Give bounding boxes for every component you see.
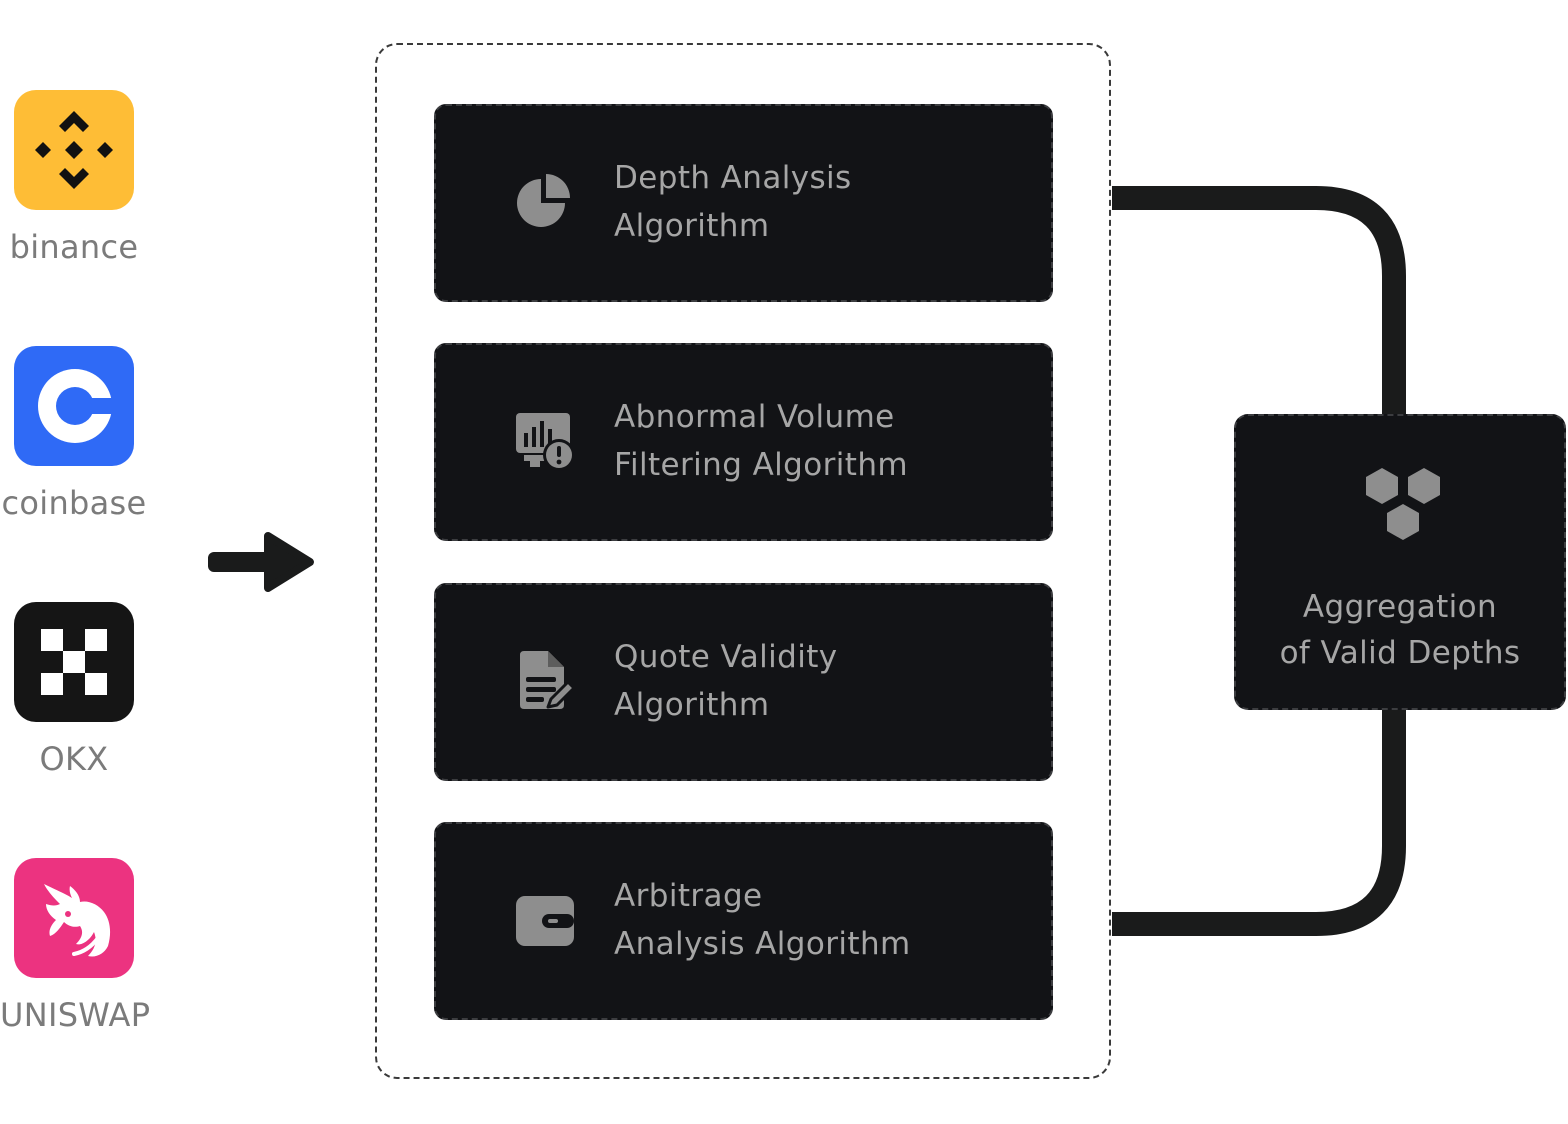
document-edit-icon (520, 651, 576, 709)
hexagon-cluster-icon (1366, 468, 1440, 540)
coinbase-logo-icon (14, 346, 134, 466)
algorithm-card-depth-analysis: Depth Analysis Algorithm (434, 104, 1053, 302)
exchange-name: UNISWAP (0, 996, 151, 1034)
pie-chart-icon (517, 174, 570, 227)
exchange-coinbase: coinbase (0, 346, 148, 522)
okx-logo-icon (14, 602, 134, 722)
arrow-right-icon (208, 532, 314, 592)
exchange-binance: binance (0, 90, 148, 266)
algorithm-label: Abnormal Volume Filtering Algorithm (614, 399, 908, 483)
algorithm-container (375, 43, 1111, 1079)
algorithm-card-quote-validity: Quote Validity Algorithm (434, 583, 1053, 781)
algorithm-label: Arbitrage Analysis Algorithm (614, 878, 911, 962)
exchange-name: coinbase (1, 484, 147, 522)
wallet-icon (516, 896, 574, 946)
algorithm-label: Depth Analysis Algorithm (614, 160, 852, 244)
algorithm-card-abnormal-volume: Abnormal Volume Filtering Algorithm (434, 343, 1053, 541)
algorithm-card-arbitrage: Arbitrage Analysis Algorithm (434, 822, 1053, 1020)
monitor-alert-icon (516, 413, 575, 471)
aggregation-label: Aggregation of Valid Depths (1279, 589, 1521, 671)
exchange-name: binance (9, 228, 139, 266)
binance-logo-icon (14, 90, 134, 210)
algorithm-label: Quote Validity Algorithm (614, 639, 838, 723)
aggregation-box: Aggregation of Valid Depths (1234, 414, 1566, 710)
exchange-uniswap: UNISWAP (0, 858, 151, 1034)
connector-bracket (1112, 186, 1406, 936)
exchange-name: OKX (39, 740, 109, 778)
exchange-okx: OKX (0, 602, 148, 778)
uniswap-logo-icon (14, 858, 134, 978)
